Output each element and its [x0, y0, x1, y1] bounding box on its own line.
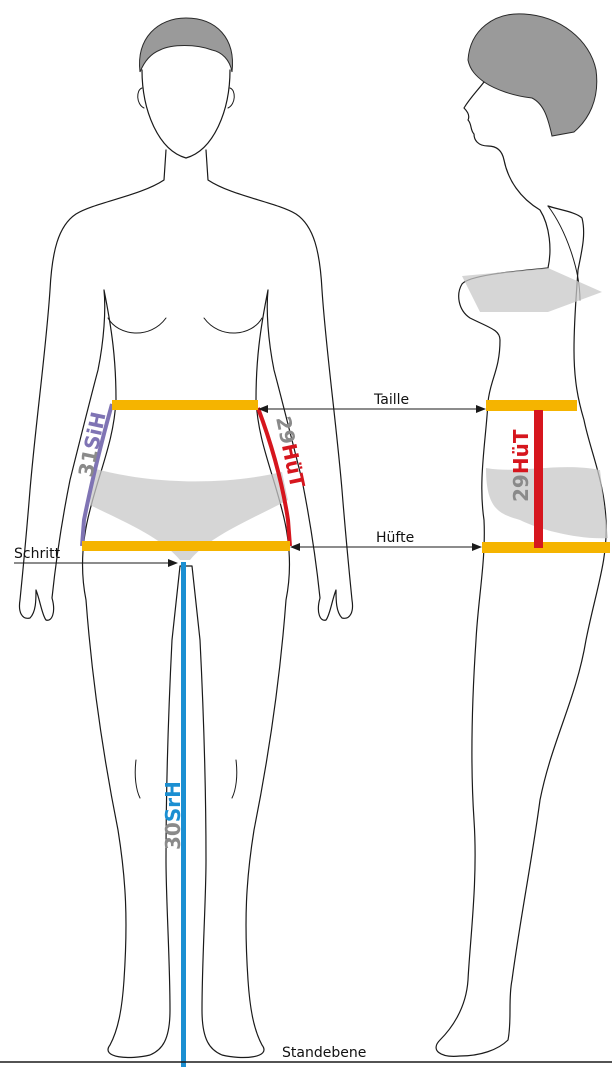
side-face [464, 82, 504, 160]
side-waist-band [486, 400, 577, 411]
front-hair [140, 18, 233, 72]
side-hip-band [482, 542, 610, 553]
schritt-text: Schritt [14, 546, 61, 562]
taille-arrow-right [476, 405, 486, 413]
front-hip-band [82, 541, 290, 551]
huet-side-measurement-line [534, 410, 543, 548]
side-hair [468, 14, 597, 136]
front-head [142, 70, 230, 158]
sih-label: 31SiH [73, 410, 110, 479]
srh-label: 30SrH [161, 781, 185, 850]
front-knee-left [135, 760, 140, 798]
front-chest-left [108, 318, 166, 333]
taille-text: Taille [373, 392, 409, 408]
front-waist-band [112, 400, 258, 410]
front-knee-right [232, 760, 237, 798]
huet-side-label: 29HüT [509, 429, 533, 502]
huefte-arrow-right [472, 543, 482, 551]
side-bra [462, 268, 602, 312]
side-underwear [486, 467, 608, 538]
standebene-text: Standebene [282, 1045, 366, 1061]
front-chest-right [204, 318, 262, 333]
schritt-arrowhead [168, 559, 178, 567]
side-figure [436, 14, 608, 1056]
huefte-text: Hüfte [376, 530, 414, 546]
